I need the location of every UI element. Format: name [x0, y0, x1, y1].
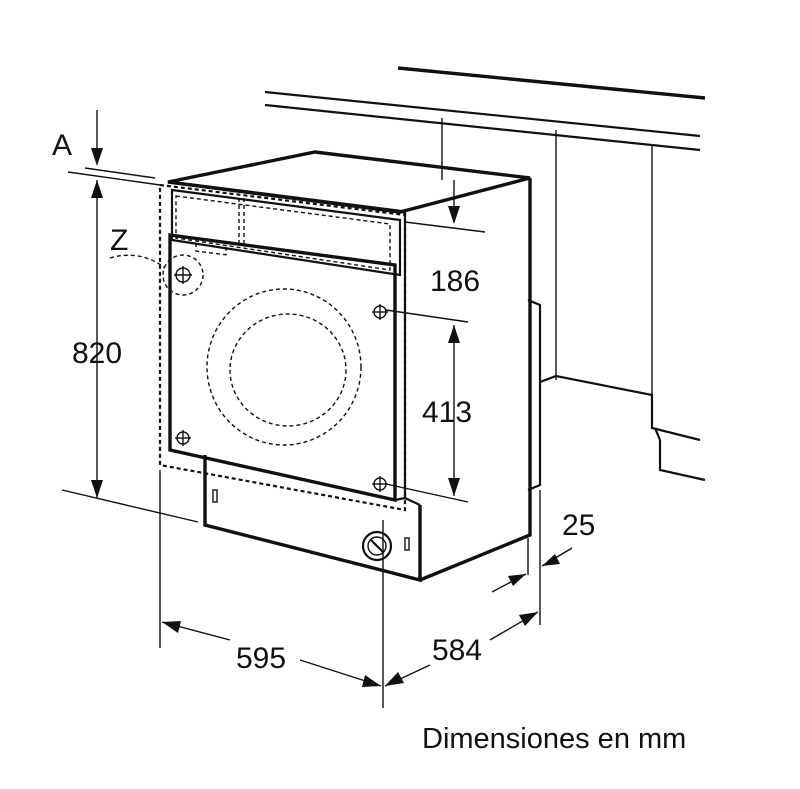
dimension-height-820: 820 [72, 337, 122, 370]
screw-bottom-right [372, 476, 388, 492]
drain-cap [361, 530, 393, 562]
label-a: A [52, 129, 72, 162]
hinge-detail-z [109, 254, 204, 296]
dimension-depth-584: 584 [432, 634, 482, 667]
cabinet-background [264, 66, 706, 492]
dimension-width-595: 595 [236, 642, 286, 675]
label-z: Z [110, 224, 128, 257]
screw-bottom-left [175, 430, 191, 446]
machine-body [109, 150, 532, 583]
screw-top-right [372, 304, 388, 320]
units-caption: Dimensiones en mm [422, 723, 686, 755]
dimension-lines [61, 110, 573, 708]
dimension-recess-25: 25 [562, 509, 595, 542]
dimension-hinge-distance-413: 413 [422, 396, 472, 429]
dimension-top-offset-186: 186 [430, 265, 480, 298]
